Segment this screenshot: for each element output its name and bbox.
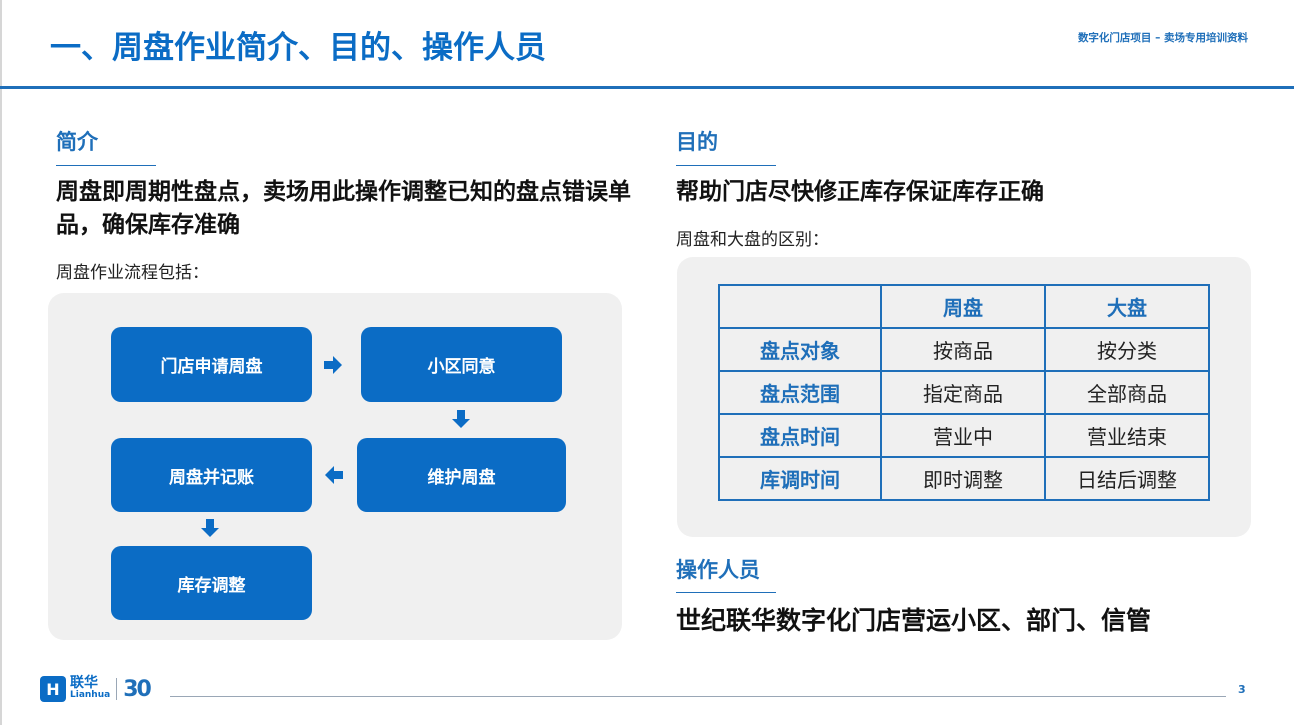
page-title: 一、周盘作业简介、目的、操作人员 [50,30,546,66]
table-cell: 营业结束 [1044,413,1210,458]
table-row-label: 库调时间 [718,456,882,501]
operators-heading: 操作人员 [676,558,760,582]
header-divider [0,86,1294,89]
purpose-heading: 目的 [676,130,718,154]
operators-heading-rule [676,592,776,593]
intro-statement: 周盘即周期性盘点，卖场用此操作调整已知的盘点错误单品，确保库存准确 [56,179,631,238]
logo-english-text: Lianhua [70,690,111,700]
logo-separator [116,678,118,700]
intro-heading-rule [56,165,156,166]
lianhua-logo: H 联华 Lianhua 30 [40,675,152,702]
arrow-down-icon [452,410,470,428]
table-header-row: 周盘 大盘 [718,284,1210,329]
table-row-label: 盘点范围 [718,370,882,415]
arrow-down-icon [201,519,219,537]
footer-divider [170,696,1226,697]
arrow-right-icon [324,356,342,374]
flow-step-approve: 小区同意 [361,327,562,402]
table-header-cell: 周盘 [880,284,1046,329]
table-row: 盘点范围 指定商品 全部商品 [718,370,1210,415]
table-cell: 按分类 [1044,327,1210,372]
table-row: 盘点时间 营业中 营业结束 [718,413,1210,458]
comparison-table: 周盘 大盘 盘点对象 按商品 按分类 盘点范围 指定商品 全部商品 盘点时间 营… [718,284,1210,501]
purpose-heading-rule [676,165,776,166]
flow-step-apply: 门店申请周盘 [111,327,312,402]
left-edge-line [0,0,2,725]
table-header-cell [718,284,882,329]
anniversary-30-mark: 30 [123,676,152,702]
table-cell: 即时调整 [880,456,1046,501]
table-cell: 指定商品 [880,370,1046,415]
logo-chinese-text: 联华 [70,675,98,691]
table-cell: 日结后调整 [1044,456,1210,501]
flow-step-count-record: 周盘并记账 [111,438,312,512]
arrow-left-icon [325,466,343,484]
operators-statement: 世纪联华数字化门店营运小区、部门、信管 [676,606,1152,635]
page-number: 3 [1238,683,1246,696]
header-subtitle: 数字化门店项目 – 卖场专用培训资料 [1077,32,1248,44]
table-row-label: 盘点对象 [718,327,882,372]
flow-label: 周盘作业流程包括： [56,263,209,283]
table-cell: 按商品 [880,327,1046,372]
table-cell: 全部商品 [1044,370,1210,415]
table-row: 库调时间 即时调整 日结后调整 [718,456,1210,501]
table-header-cell: 大盘 [1044,284,1210,329]
compare-label: 周盘和大盘的区别： [676,230,829,250]
lianhua-logo-icon: H [40,676,66,702]
table-row: 盘点对象 按商品 按分类 [718,327,1210,372]
flow-step-maintain: 维护周盘 [357,438,566,512]
intro-heading: 简介 [56,130,98,154]
table-row-label: 盘点时间 [718,413,882,458]
flow-step-adjust: 库存调整 [111,546,312,620]
purpose-statement: 帮助门店尽快修正库存保证库存正确 [676,179,1044,205]
table-cell: 营业中 [880,413,1046,458]
